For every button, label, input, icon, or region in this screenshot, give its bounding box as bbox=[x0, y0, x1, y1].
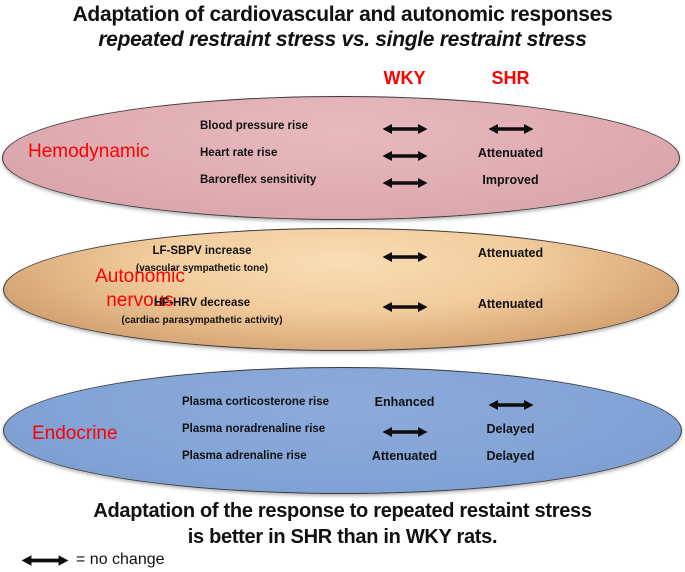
row-label: Blood pressure rise bbox=[200, 120, 309, 132]
no-change-arrow-icon bbox=[21, 554, 69, 566]
conclusion-text: Adaptation of the response to repeated r… bbox=[0, 498, 685, 550]
section-label-endocrine: Endocrine bbox=[32, 423, 118, 444]
diagram-title: Adaptation of cardiovascular and autonom… bbox=[0, 2, 685, 52]
shr-value-cell bbox=[458, 397, 563, 411]
row-label: Plasma adrenaline rise bbox=[182, 450, 307, 462]
hemodynamic-ellipse bbox=[2, 96, 680, 220]
shr-value-cell: Attenuated bbox=[477, 146, 544, 160]
row-label: HF-HRV decrease bbox=[153, 297, 251, 309]
wky-value-cell bbox=[352, 249, 457, 263]
row-sublabel: (vascular sympathetic tone) bbox=[135, 263, 269, 274]
no-change-arrow-icon bbox=[382, 426, 427, 437]
wky-value-cell bbox=[352, 299, 457, 313]
wky-value-cell: Attenuated bbox=[371, 449, 438, 463]
shr-value-cell: Improved bbox=[482, 173, 539, 187]
shr-value-cell: Attenuated bbox=[477, 246, 544, 260]
row-label: LF-SBPV increase bbox=[152, 245, 252, 257]
shr-value-cell bbox=[458, 121, 563, 135]
autonomic-ellipse bbox=[3, 228, 679, 351]
section-label-hemodynamic: Hemodynamic bbox=[28, 141, 150, 162]
wky-value-cell bbox=[352, 148, 457, 162]
row-label: Baroreflex sensitivity bbox=[200, 174, 317, 186]
conclusion-line1: Adaptation of the response to repeated r… bbox=[93, 500, 592, 522]
endocrine-ellipse bbox=[3, 367, 682, 494]
title-line1: Adaptation of cardiovascular and autonom… bbox=[72, 3, 613, 26]
legend: = no change bbox=[20, 551, 165, 569]
section-label-autonomic: Autonomic nervous bbox=[95, 266, 185, 311]
no-change-arrow-icon bbox=[382, 301, 427, 312]
no-change-arrow-icon bbox=[488, 123, 533, 134]
wky-value-cell bbox=[352, 175, 457, 189]
row-label: Plasma corticosterone rise bbox=[182, 396, 330, 408]
wky-value-cell bbox=[352, 121, 457, 135]
column-header-shr: SHR bbox=[491, 68, 530, 88]
no-change-arrow-icon bbox=[382, 177, 427, 188]
no-change-arrow-icon bbox=[382, 150, 427, 161]
shr-value-cell: Delayed bbox=[486, 449, 535, 463]
legend-label: = no change bbox=[76, 551, 165, 568]
no-change-arrow-icon bbox=[382, 251, 427, 262]
row-sublabel: (cardiac parasympathetic activity) bbox=[121, 315, 283, 326]
title-line2: repeated restraint stress vs. single res… bbox=[98, 28, 587, 51]
shr-value-cell: Delayed bbox=[486, 422, 535, 436]
no-change-arrow-icon bbox=[382, 123, 427, 134]
wky-value-cell: Enhanced bbox=[374, 395, 435, 409]
no-change-arrow-icon bbox=[488, 399, 533, 410]
conclusion-line2: is better in SHR than in WKY rats. bbox=[187, 526, 498, 548]
row-label: Heart rate rise bbox=[200, 147, 278, 159]
wky-value-cell bbox=[352, 424, 457, 438]
row-label: Plasma noradrenaline rise bbox=[182, 423, 326, 435]
shr-value-cell: Attenuated bbox=[477, 297, 544, 311]
column-header-wky: WKY bbox=[383, 68, 426, 88]
